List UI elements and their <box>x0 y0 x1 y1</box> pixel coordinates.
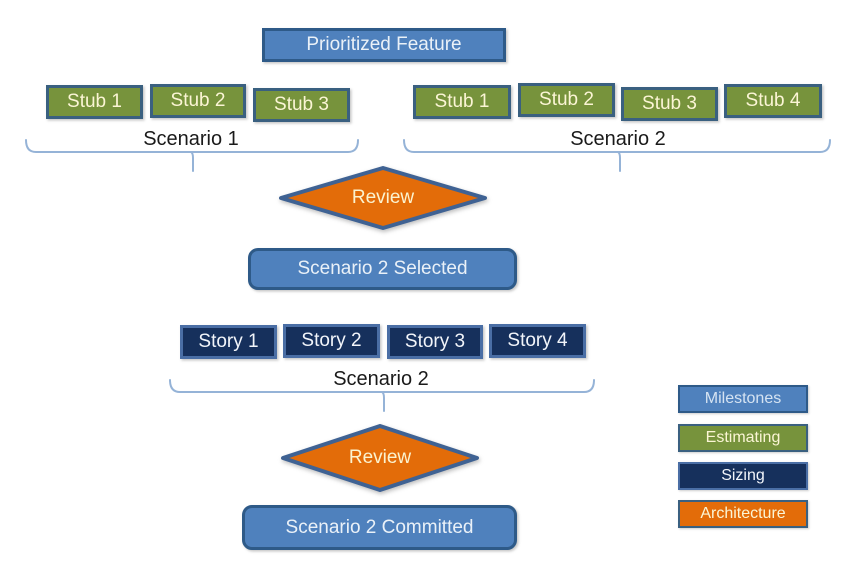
story-label: Story 4 <box>507 330 568 351</box>
scenario1-stub-2: Stub 2 <box>150 84 246 118</box>
stories-group-label: Scenario 2 <box>333 368 429 390</box>
story-label: Story 3 <box>404 331 466 352</box>
story-label: Story 2 <box>301 330 362 351</box>
story-2: Story 2 <box>283 324 380 358</box>
legend-sizing: Sizing <box>678 462 808 490</box>
brace-stories-icon <box>169 379 595 412</box>
review1-label: Review <box>351 187 415 208</box>
brace-scenario2-icon <box>403 139 831 172</box>
legend-milestones: Milestones <box>678 385 808 413</box>
review-diamond-2-icon <box>281 424 479 492</box>
review-diamond-1-icon <box>279 166 487 230</box>
story-label: Story 1 <box>198 331 259 352</box>
story-4: Story 4 <box>489 324 586 358</box>
legend-label: Architecture <box>700 505 786 522</box>
stub-label: Stub 1 <box>434 91 490 112</box>
legend: Milestones Estimating Sizing Architectur… <box>678 385 808 528</box>
scenario2-stub-1: Stub 1 <box>413 85 511 119</box>
scenario2-selected-label: Scenario 2 Selected <box>297 258 468 279</box>
scenario2-committed-box: Scenario 2 Committed <box>242 505 517 550</box>
scenario2-group-label: Scenario 2 <box>570 128 666 150</box>
legend-label: Milestones <box>704 390 782 407</box>
scenario2-selected-box: Scenario 2 Selected <box>248 248 517 290</box>
stub-label: Stub 3 <box>274 94 329 115</box>
stub-label: Stub 2 <box>539 89 594 110</box>
scenario1-stub-3: Stub 3 <box>253 88 350 122</box>
stub-label: Stub 1 <box>67 91 122 112</box>
brace-scenario1-icon <box>25 139 359 172</box>
stub-label: Stub 3 <box>642 93 697 114</box>
legend-estimating: Estimating <box>678 424 808 452</box>
legend-label: Sizing <box>721 467 765 484</box>
scenario1-stub-1: Stub 1 <box>46 85 143 119</box>
story-1: Story 1 <box>180 325 277 359</box>
story-3: Story 3 <box>387 325 483 359</box>
stub-label: Stub 4 <box>745 90 801 111</box>
scenario1-group-label: Scenario 1 <box>143 128 239 150</box>
prioritized-feature-box: Prioritized Feature <box>262 28 506 62</box>
legend-architecture: Architecture <box>678 500 808 528</box>
legend-label: Estimating <box>705 429 781 446</box>
review2-label: Review <box>348 447 412 468</box>
scenario2-stub-3: Stub 3 <box>621 87 718 121</box>
scenario2-stub-2: Stub 2 <box>518 83 615 117</box>
scenario2-stub-4: Stub 4 <box>724 84 822 118</box>
scenario2-committed-label: Scenario 2 Committed <box>285 516 474 538</box>
prioritized-feature-label: Prioritized Feature <box>306 34 462 55</box>
stub-label: Stub 2 <box>170 90 226 111</box>
